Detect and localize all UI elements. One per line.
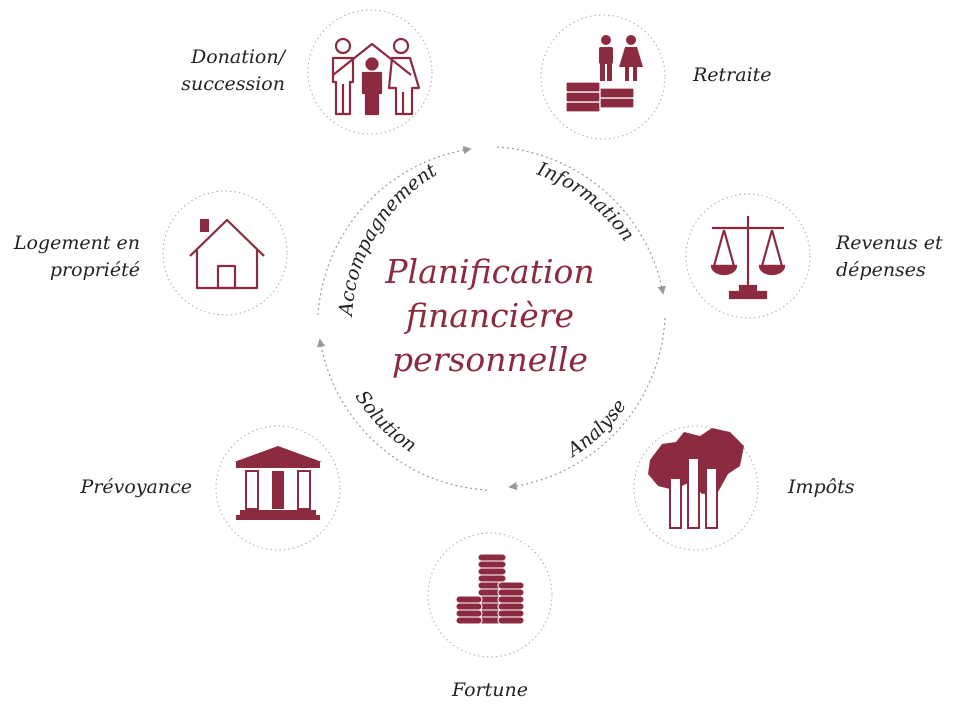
label-donation: Donation/ succession [181,46,285,95]
balance-scale-icon [710,216,786,300]
arc-solution [316,338,488,491]
circle-logement [162,190,288,316]
cycle-ring [316,145,666,491]
columns-building-icon [234,446,322,520]
label-fortune: Fortune [451,679,529,701]
arc-information [496,146,666,295]
label-prevoyance: Prévoyance [80,476,192,498]
arc-accompagnement [317,145,472,316]
circle-revenus [685,193,811,319]
circle-impots [633,425,759,551]
central-title: Planification financière personnelle [320,250,660,382]
label-retraite: Retraite [693,64,772,86]
label-revenus: Revenus et dépenses [836,232,943,281]
circle-retraite [540,14,666,140]
circle-donation [307,9,433,135]
circle-prevoyance [215,425,341,551]
cycle-label-analyse: Analyse [562,395,631,462]
family-house-icon [331,37,421,116]
cycle-label-solution: Solution [351,387,421,457]
circle-fortune [427,532,553,658]
label-logement: Logement en propriété [13,232,140,281]
house-icon [189,218,265,290]
switzerland-bar-chart-icon [648,428,744,529]
title-line-1: Planification [385,252,595,291]
label-impots: Impôts [788,476,855,498]
title-line-3: personnelle [392,340,588,379]
title-line-2: financière [405,296,575,335]
cycle-label-information: Information [533,158,638,246]
couple-money-icon [565,35,643,113]
coin-stacks-icon [455,553,525,625]
